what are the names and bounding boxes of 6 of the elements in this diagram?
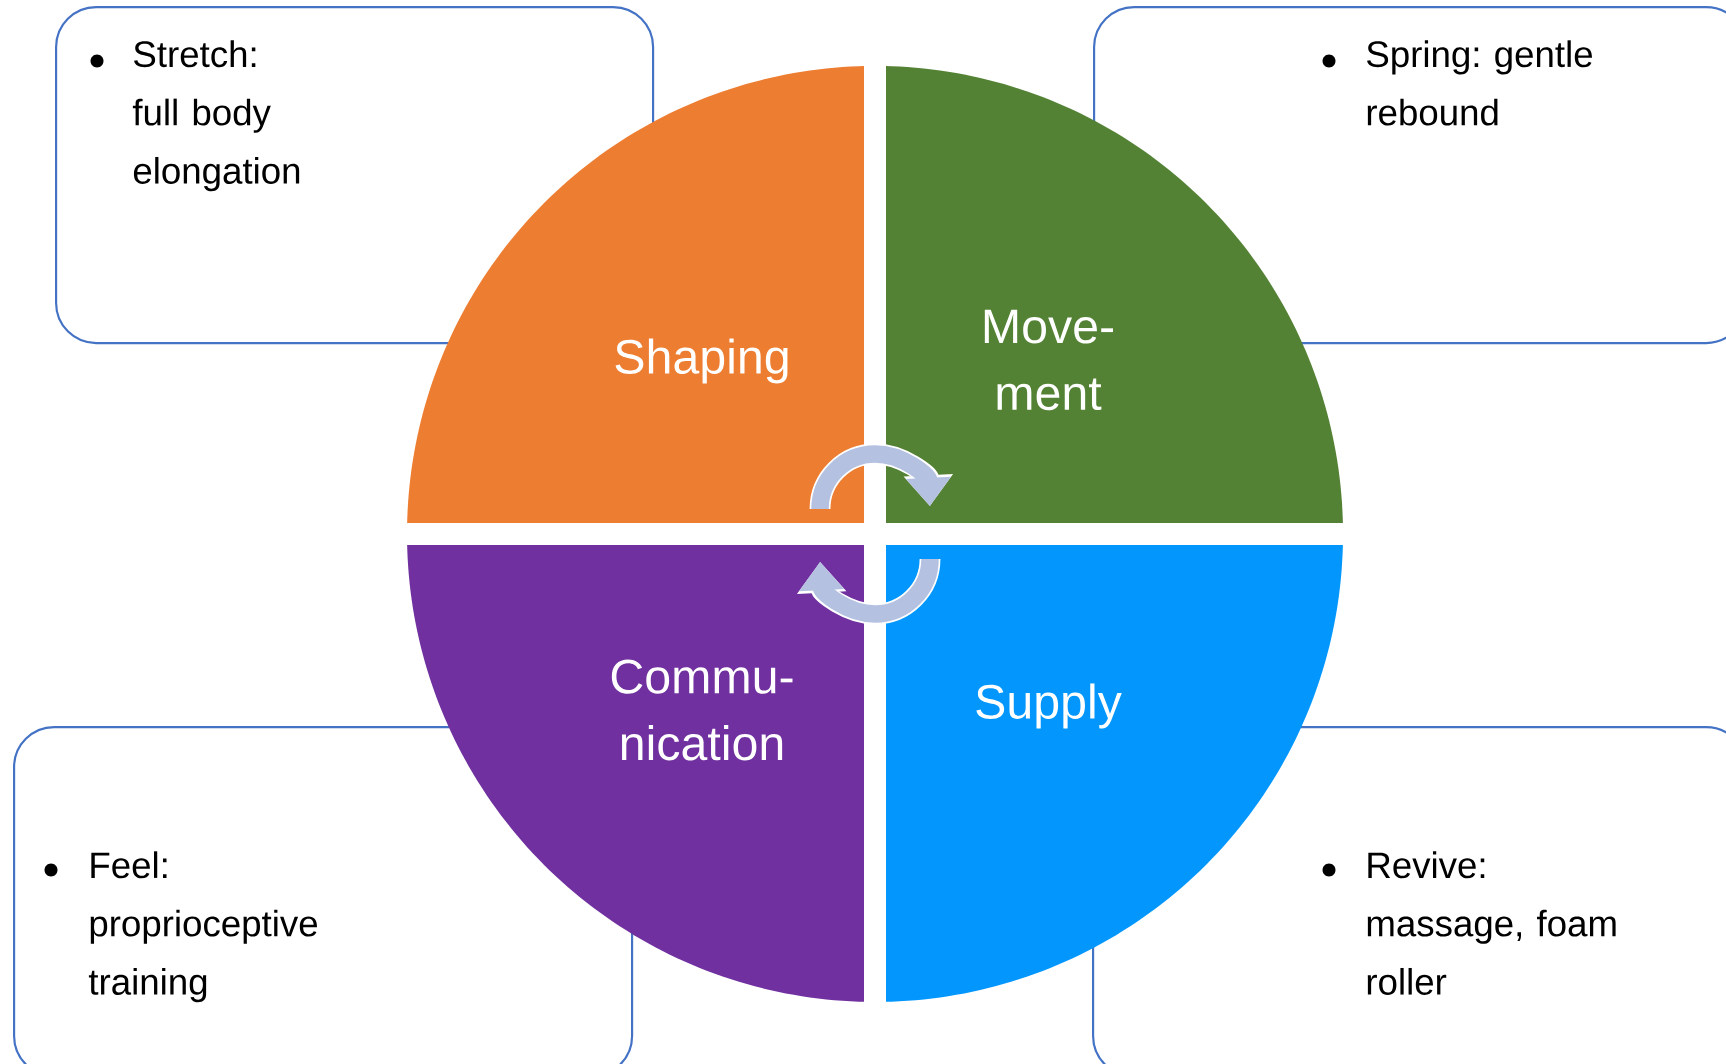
quadrant-sector: Shaping (407, 66, 864, 523)
curved-arrow (809, 443, 954, 510)
quadrant-sector: Commu- nication (407, 545, 864, 1002)
quadrant-sector: Move- ment (886, 66, 1343, 523)
curved-arrow (796, 558, 941, 625)
quadrant-sector: Supply (886, 545, 1343, 1002)
